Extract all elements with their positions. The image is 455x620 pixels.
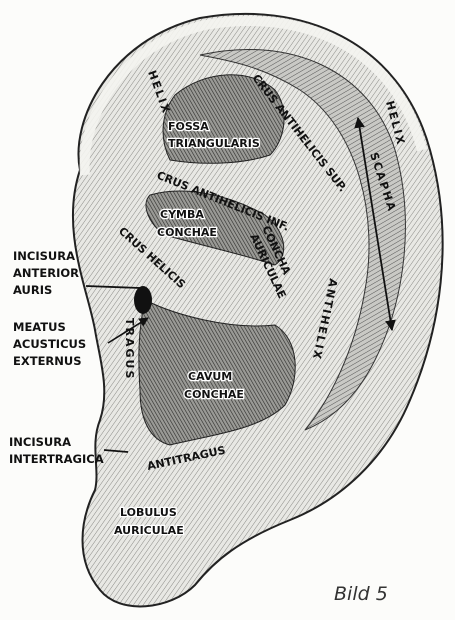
svg-text:MEATUS: MEATUS — [13, 320, 66, 334]
svg-text:ANTERIOR: ANTERIOR — [13, 266, 79, 280]
svg-text:FOSSA: FOSSA — [168, 120, 209, 133]
svg-text:INCISURA: INCISURA — [9, 435, 71, 449]
svg-text:AURICULAE: AURICULAE — [114, 524, 184, 537]
svg-text:LOBULUS: LOBULUS — [120, 506, 177, 519]
ear-canal-opening — [134, 286, 152, 314]
label-tragus: TRAGUS — [123, 318, 136, 380]
svg-text:EXTERNUS: EXTERNUS — [13, 354, 82, 368]
svg-text:CAVUM: CAVUM — [188, 370, 232, 383]
label-meatus-acusticus-externus: MEATUS ACUSTICUS EXTERNUS — [13, 320, 86, 368]
label-incisura-intertragica: INCISURA INTERTRAGICA — [9, 435, 104, 466]
label-incisura-anterior-auris: INCISURA ANTERIOR AURIS — [13, 249, 79, 297]
svg-text:INCISURA: INCISURA — [13, 249, 75, 263]
svg-text:CYMBA: CYMBA — [160, 208, 204, 221]
svg-text:TRIANGULARIS: TRIANGULARIS — [168, 137, 260, 150]
svg-text:INTERTRAGICA: INTERTRAGICA — [9, 452, 104, 466]
svg-text:CONCHAE: CONCHAE — [184, 388, 244, 401]
svg-text:AURIS: AURIS — [13, 283, 52, 297]
figure-caption: Bild 5 — [334, 583, 388, 605]
svg-text:CONCHAE: CONCHAE — [157, 226, 217, 239]
svg-text:ACUSTICUS: ACUSTICUS — [13, 337, 86, 351]
